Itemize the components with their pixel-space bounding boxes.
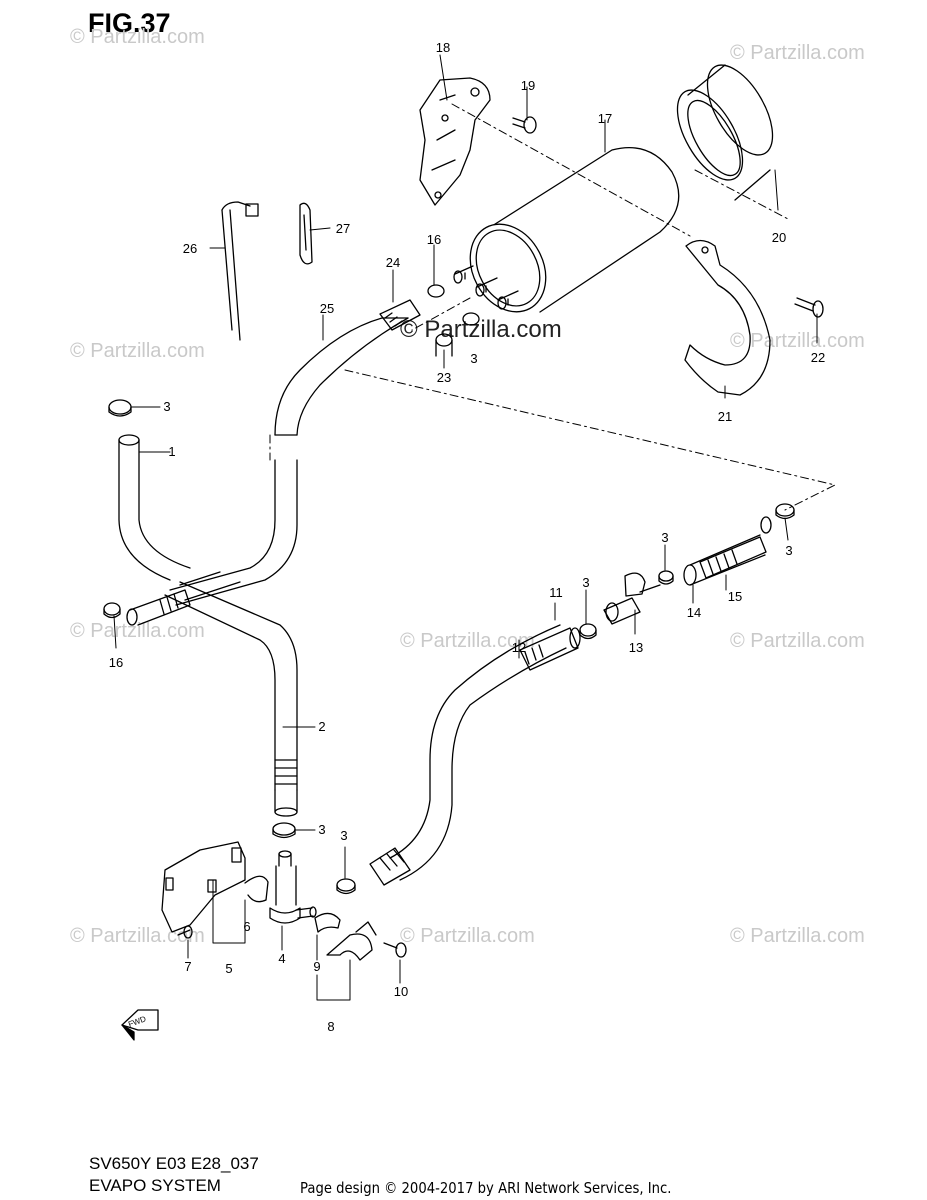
bolt-part-22	[794, 297, 824, 318]
callout-27: 27	[336, 221, 350, 236]
bolt-part-19	[512, 116, 537, 134]
callout-16: 16	[109, 655, 123, 670]
callout-17: 17	[598, 111, 612, 126]
clamp-part-3-1	[108, 399, 132, 417]
hose-part-2	[164, 459, 298, 817]
hose-end-1	[126, 589, 191, 626]
watermark: © Partzilla.com	[70, 26, 205, 48]
valve-part-13	[603, 572, 661, 625]
callout-9: 9	[313, 959, 320, 974]
callout-2: 2	[318, 719, 325, 734]
callout-19: 19	[521, 78, 535, 93]
plug-part-23	[435, 333, 453, 357]
callout-25: 25	[320, 301, 334, 316]
clamp-part-3-canister	[462, 312, 480, 326]
reference-lines	[269, 103, 836, 511]
clamp-part-3-6	[775, 503, 795, 520]
clamp-part-3-4	[579, 623, 597, 640]
watermark: © Partzilla.com	[400, 630, 535, 652]
callout-23: 23	[437, 370, 451, 385]
callout-22: 22	[811, 350, 825, 365]
watermark: © Partzilla.com	[70, 620, 205, 642]
callout-3: 3	[661, 530, 668, 545]
callout-18: 18	[436, 40, 450, 55]
clamp-part-3-2	[272, 822, 296, 839]
callout-4: 4	[278, 951, 285, 966]
callout-15: 15	[728, 589, 742, 604]
callout-21: 21	[718, 409, 732, 424]
callout-labels: 1 2 3 3 3 3 3 3 3 4 5 6 7 8 9 10 11 12 1…	[109, 40, 825, 1034]
watermark: © Partzilla.com	[400, 925, 535, 947]
clamp-part-16-left	[103, 602, 121, 619]
strap-part-26	[221, 201, 259, 341]
callout-7: 7	[184, 959, 191, 974]
clip-part-27	[299, 202, 313, 265]
clamp-part-3-5	[658, 570, 674, 585]
figure-title: FIG.37	[88, 8, 171, 38]
hose-part-25	[274, 317, 409, 436]
system-name: EVAPO SYSTEM	[89, 1176, 221, 1195]
clip-part-9	[314, 912, 341, 933]
bracket-part-18	[419, 77, 491, 206]
hose-part-1	[118, 434, 241, 601]
hose-part-11	[519, 627, 581, 671]
watermark: © Partzilla.com	[730, 42, 865, 64]
callout-10: 10	[394, 984, 408, 999]
callout-3: 3	[163, 399, 170, 414]
bolt-part-7	[177, 925, 193, 939]
clamp-part-3-3	[336, 878, 356, 895]
hose-part-14	[683, 534, 766, 586]
leader-lines	[113, 54, 818, 1001]
callout-1: 1	[168, 444, 175, 459]
callout-20: 20	[772, 230, 786, 245]
bolt-part-10	[383, 942, 407, 958]
model-code: SV650Y E03 E28_037	[89, 1154, 259, 1173]
callout-12: 12	[512, 640, 526, 655]
hose-end-12-lower	[369, 847, 411, 886]
callout-13: 13	[629, 640, 643, 655]
callout-5: 5	[225, 961, 232, 976]
fwd-arrow-icon	[121, 1009, 159, 1041]
bracket-part-8	[326, 921, 377, 961]
callout-14: 14	[687, 605, 701, 620]
callout-24: 24	[386, 255, 400, 270]
clip-part-6	[244, 875, 269, 903]
watermark: © Partzilla.com	[730, 925, 865, 947]
clamp-part-16-top	[427, 284, 445, 298]
callout-3: 3	[582, 575, 589, 590]
callout-3: 3	[470, 351, 477, 366]
callout-3: 3	[340, 828, 347, 843]
callout-3: 3	[785, 543, 792, 558]
callout-6: 6	[243, 919, 250, 934]
watermark: © Partzilla.com	[70, 340, 205, 362]
watermark: © Partzilla.com	[730, 330, 865, 352]
watermark-center: © Partzilla.com	[400, 316, 562, 343]
bracket-part-5	[161, 841, 246, 933]
callout-11: 11	[549, 585, 563, 600]
callout-16: 16	[427, 232, 441, 247]
page-credit: Page design © 2004-2017 by ARI Network S…	[300, 1179, 672, 1197]
callout-8: 8	[327, 1019, 334, 1034]
band-part-20	[676, 64, 774, 201]
valve-part-4	[269, 850, 317, 924]
hose-part-12	[389, 624, 567, 881]
hose-part-24	[379, 299, 421, 331]
canister-part-17	[453, 146, 680, 313]
watermark: © Partzilla.com	[730, 630, 865, 652]
callout-3: 3	[318, 822, 325, 837]
hose-part-15	[699, 516, 772, 579]
bracket-part-21	[684, 239, 771, 396]
callout-26: 26	[183, 241, 197, 256]
